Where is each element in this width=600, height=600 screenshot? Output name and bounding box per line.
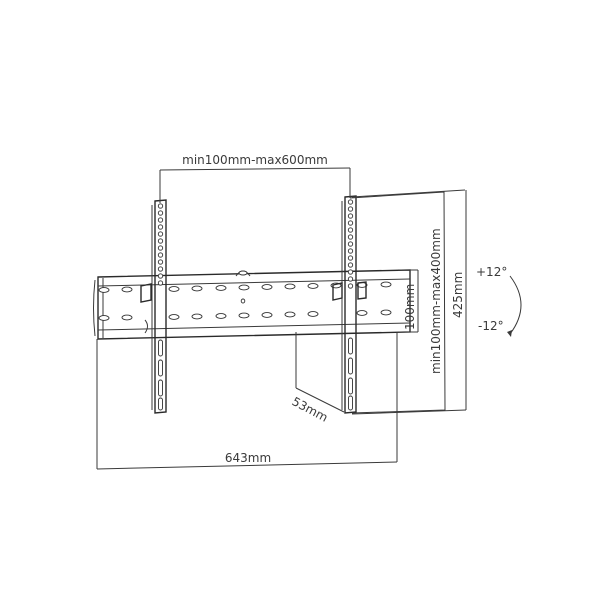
- left-arm-holes: [157, 203, 164, 411]
- right-bracket-arm: [332, 195, 367, 414]
- dimension-total-width: 643mm: [96, 332, 398, 470]
- dimension-vertical-vesa: min100mm-max400mm 425mm: [349, 189, 467, 415]
- label-total-width: 643mm: [225, 451, 271, 465]
- rail-slots-top: [98, 281, 392, 293]
- label-tilt-up: +12°: [476, 265, 507, 279]
- dimension-horizontal-vesa: min100mm-max600mm: [159, 153, 351, 203]
- label-tilt-down: -12°: [478, 319, 504, 333]
- rail-slots-bottom: [98, 309, 392, 321]
- dimension-rail-height: 100mm: [398, 269, 419, 333]
- label-depth: 53mm: [290, 394, 331, 425]
- wall-plate: [93, 269, 411, 340]
- label-vertical-vesa: min100mm-max400mm: [429, 228, 443, 374]
- dimension-depth: 53mm: [290, 332, 345, 425]
- tilt-arrow-icon: [507, 330, 512, 337]
- right-arm-holes: [347, 199, 354, 411]
- label-horizontal-vesa: min100mm-max600mm: [182, 153, 328, 167]
- tilt-indicator: +12° -12°: [476, 265, 522, 337]
- left-bracket-arm: [140, 199, 167, 414]
- label-total-height: 425mm: [451, 272, 465, 318]
- label-rail-height: 100mm: [403, 284, 417, 330]
